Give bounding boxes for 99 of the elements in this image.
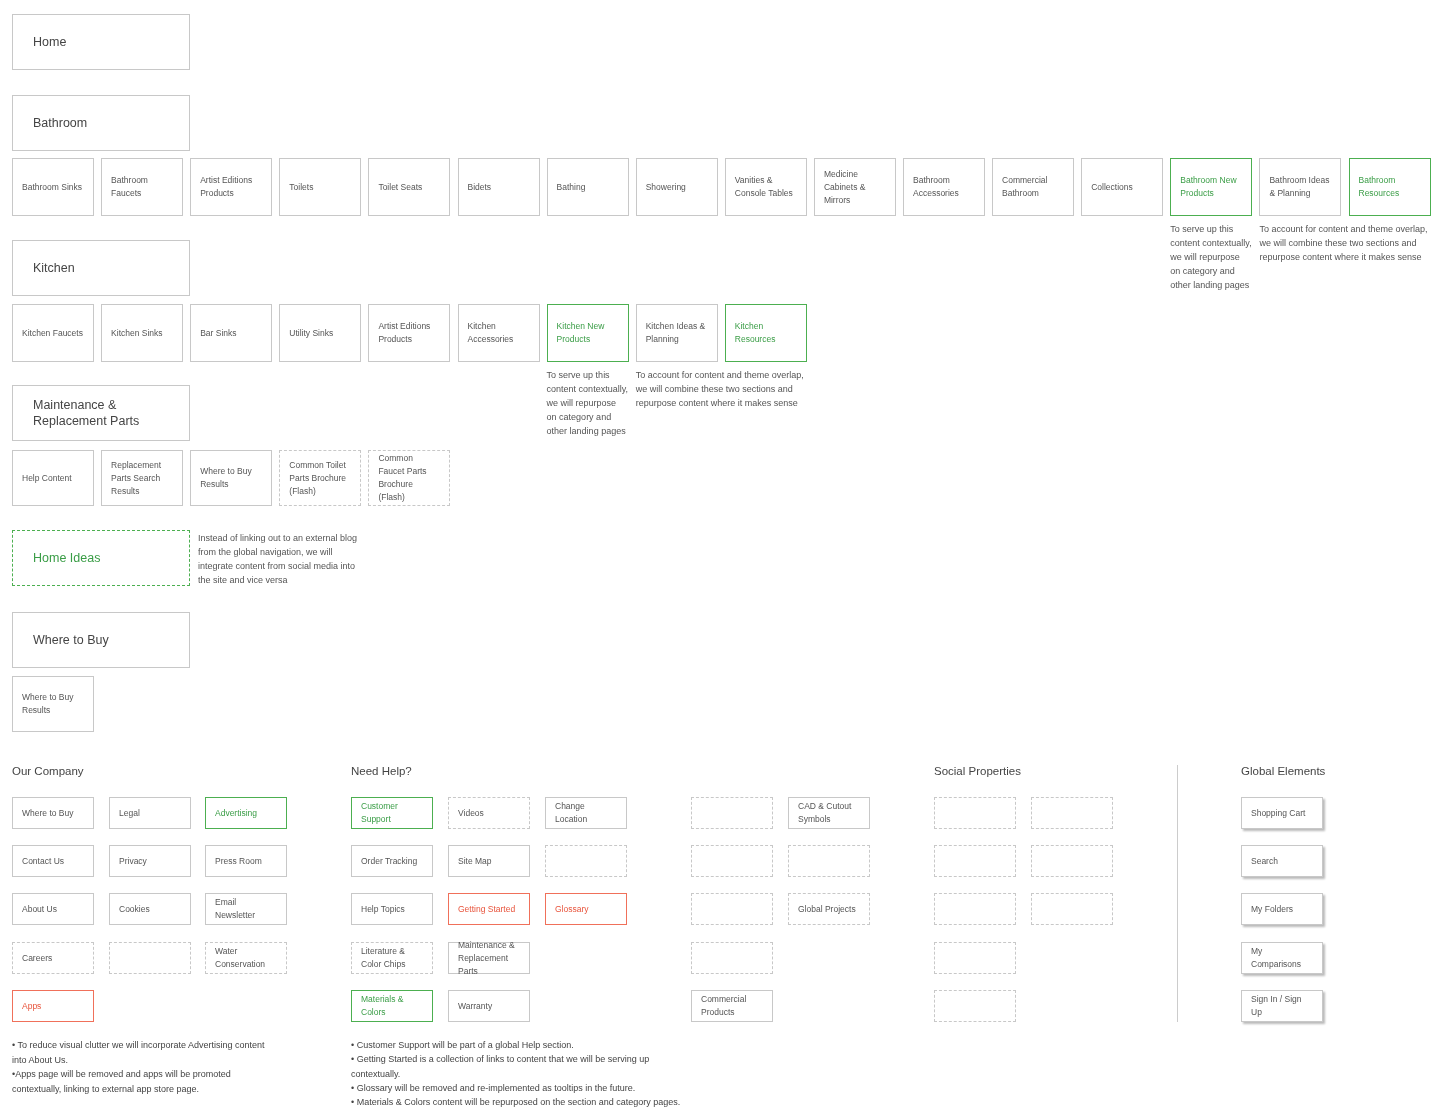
page-card: Common Faucet Parts Brochure (Flash) (368, 450, 451, 506)
placeholder-card (691, 942, 773, 974)
page-card: CAD & Cutout Symbols (788, 797, 870, 829)
page-card: Apps (12, 990, 94, 1022)
annotation-note: To account for content and theme overlap, we will combine these two sections and repurpose content where it makes sense (1259, 223, 1429, 264)
page-card: About Us (12, 893, 94, 925)
page-card: My Comparisons (1241, 942, 1323, 974)
page-card: Kitchen Accessories (457, 304, 540, 362)
page-card: Bathroom Faucets (101, 158, 184, 216)
page-card: Literature & Color Chips (351, 942, 433, 974)
placeholder-card (1031, 893, 1113, 925)
page-card: Bar Sinks (190, 304, 273, 362)
page-card: Collections (1081, 158, 1164, 216)
page-card: Commercial Bathroom (992, 158, 1075, 216)
page-card: Showering (635, 158, 718, 216)
page-card: Home Ideas (12, 530, 190, 586)
page-card: Common Toilet Parts Brochure (Flash) (279, 450, 362, 506)
placeholder-card (934, 845, 1016, 877)
page-card: Bathroom (12, 95, 190, 151)
page-card: Where to Buy Results (12, 676, 94, 732)
footnote-text: • Customer Support will be part of a global Help section. (351, 1039, 575, 1052)
page-card: Toilets (279, 158, 362, 216)
footnote-text: • To reduce visual clutter we will incorporate Advertising content into About Us. (12, 1039, 266, 1067)
page-card: Warranty (448, 990, 530, 1022)
page-card: Where to Buy (12, 797, 94, 829)
page-card: Privacy (109, 845, 191, 877)
page-card: Sign In / Sign Up (1241, 990, 1323, 1022)
page-card: Kitchen Resources (724, 304, 807, 362)
page-card: Press Room (205, 845, 287, 877)
footnote-text: • Getting Started is a collection of links to content that we will be serving up contextually. (351, 1053, 651, 1081)
page-card: Kitchen (12, 240, 190, 296)
placeholder-card (545, 845, 627, 877)
placeholder-card (934, 942, 1016, 974)
page-card: Search (1241, 845, 1323, 877)
page-card: Medicine Cabinets & Mirrors (813, 158, 896, 216)
page-card: Vanities & Console Tables (724, 158, 807, 216)
page-card: My Folders (1241, 893, 1323, 925)
page-card: Bathroom Sinks (12, 158, 94, 216)
placeholder-card (109, 942, 191, 974)
annotation-note: To account for content and theme overlap, we will combine these two sections and repurpose content where it makes sense (635, 369, 805, 410)
page-card: Bidets (457, 158, 540, 216)
placeholder-card (691, 845, 773, 877)
placeholder-card (934, 893, 1016, 925)
page-card: Site Map (448, 845, 530, 877)
page-card: Order Tracking (351, 845, 433, 877)
page-card: Email Newsletter (205, 893, 287, 925)
page-card: Getting Started (448, 893, 530, 925)
page-card: Contact Us (12, 845, 94, 877)
placeholder-card (691, 797, 773, 829)
page-card: Toilet Seats (368, 158, 451, 216)
page-card: Home (12, 14, 190, 70)
page-card: Advertising (205, 797, 287, 829)
page-card: Materials & Colors (351, 990, 433, 1022)
page-card: Help Topics (351, 893, 433, 925)
page-card: Kitchen New Products (546, 304, 629, 362)
page-card: Where to Buy (12, 612, 190, 668)
page-card: Bathroom Accessories (903, 158, 985, 216)
annotation-note: Instead of linking out to an external blog from the global navigation, we will integrate content from social media into the site and vice versa (198, 532, 359, 587)
section-heading: Need Help? (351, 765, 412, 777)
page-card: Artist Editions Products (368, 304, 451, 362)
footnote-text: • Glossary will be removed and re-implemented as tooltips in the future. (351, 1082, 637, 1095)
placeholder-card (934, 990, 1016, 1022)
page-card: Artist Editions Products (190, 158, 273, 216)
page-card: Replacement Parts Search Results (101, 450, 184, 506)
page-card: Bathroom New Products (1170, 158, 1253, 216)
placeholder-card (788, 845, 870, 877)
page-card: Bathroom Resources (1348, 158, 1431, 216)
footnote-text: •Apps page will be removed and apps will be promoted contextually, linking to external app store page. (12, 1068, 232, 1096)
page-card: Careers (12, 942, 94, 974)
page-card: Change Location (545, 797, 627, 829)
page-card: Shopping Cart (1241, 797, 1323, 829)
annotation-note: To serve up this content contextually, we will repurpose on category and other landing pages (1170, 223, 1253, 292)
page-card: Videos (448, 797, 530, 829)
page-card: Global Projects (788, 893, 870, 925)
page-card: Cookies (109, 893, 191, 925)
page-card: Maintenance & Replacement Parts (12, 385, 190, 441)
page-card: Glossary (545, 893, 627, 925)
footnote-text: • Materials & Colors content will be repurposed on the section and category pages. (351, 1096, 682, 1109)
placeholder-card (1031, 797, 1113, 829)
page-card: Utility Sinks (279, 304, 362, 362)
page-card: Water Conservation (205, 942, 287, 974)
section-heading: Our Company (12, 765, 84, 777)
placeholder-card (691, 893, 773, 925)
page-card: Legal (109, 797, 191, 829)
page-card: Bathroom Ideas & Planning (1259, 158, 1342, 216)
annotation-note: To serve up this content contextually, we will repurpose on category and other landing pages (546, 369, 629, 438)
placeholder-card (934, 797, 1016, 829)
page-card: Kitchen Faucets (12, 304, 94, 362)
page-card: Customer Support (351, 797, 433, 829)
section-heading: Social Properties (934, 765, 1021, 777)
section-heading: Global Elements (1241, 765, 1326, 777)
page-card: Help Content (12, 450, 94, 506)
page-card: Kitchen Sinks (101, 304, 184, 362)
page-card: Commercial Products (691, 990, 773, 1022)
placeholder-card (1031, 845, 1113, 877)
page-card: Where to Buy Results (190, 450, 273, 506)
page-card: Bathing (546, 158, 629, 216)
page-card: Kitchen Ideas & Planning (635, 304, 718, 362)
page-card: Maintenance & Replacement Parts (448, 942, 530, 974)
